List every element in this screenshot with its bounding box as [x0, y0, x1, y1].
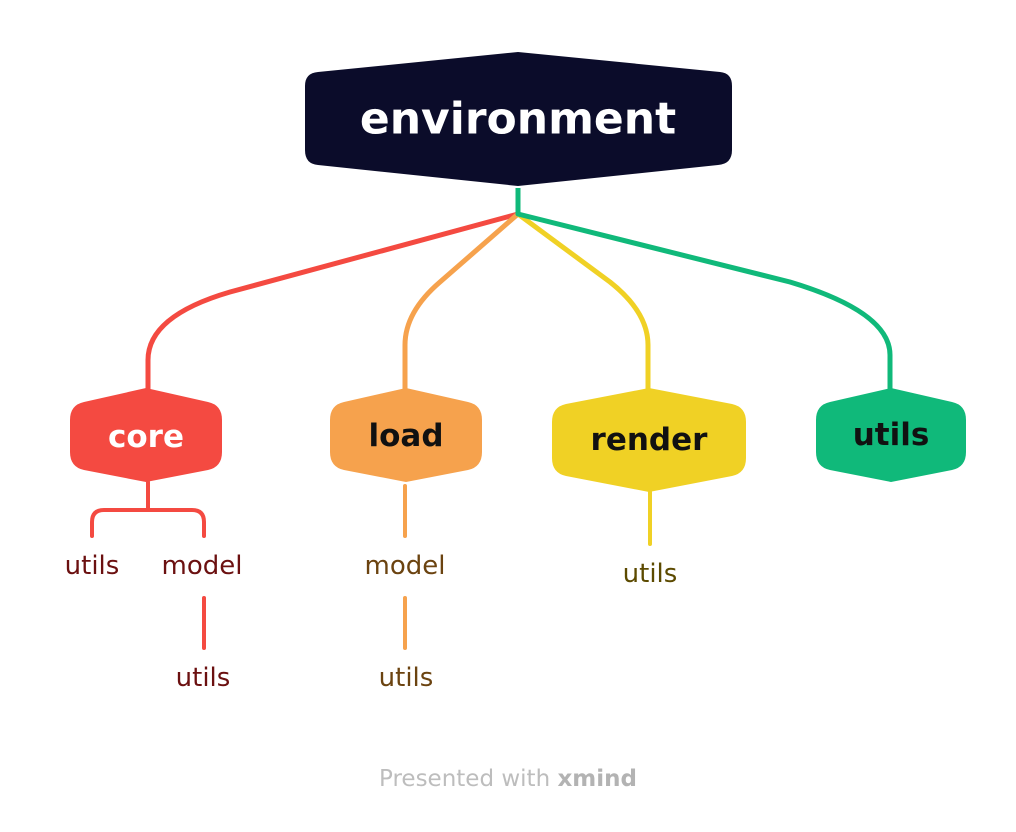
connector-root-render — [515, 211, 651, 395]
utils-node-shape — [816, 388, 966, 482]
subtopic-load-model[interactable]: model — [364, 551, 446, 581]
subtopic-core-model-utils[interactable]: utils — [175, 663, 231, 693]
subtopic-core-utils[interactable]: utils — [64, 551, 120, 581]
subtopic-load-model-utils[interactable]: utils — [378, 663, 434, 693]
topic-render-label[interactable]: render — [590, 422, 708, 458]
footer-credit: Presented with xmind — [379, 766, 637, 792]
load-node-shape — [330, 388, 482, 482]
connector-root-utils — [515, 211, 893, 395]
subtopic-core-model[interactable]: model — [161, 551, 243, 581]
subtopic-render-utils[interactable]: utils — [622, 559, 678, 589]
footer-prefix: Presented with — [379, 766, 551, 792]
topic-core-label[interactable]: core — [108, 419, 184, 455]
xmind-logo-text: xmind — [557, 766, 637, 792]
topic-utils-label[interactable]: utils — [852, 417, 930, 453]
root-node-shape — [305, 52, 732, 186]
connector-core-children — [90, 480, 206, 538]
core-node-shape — [70, 388, 222, 482]
root-topic-label[interactable]: environment — [359, 93, 677, 145]
connector-root-load — [402, 211, 521, 395]
topic-load-label[interactable]: load — [368, 418, 444, 454]
connector-root-core — [145, 211, 521, 395]
render-node-shape — [552, 388, 746, 492]
